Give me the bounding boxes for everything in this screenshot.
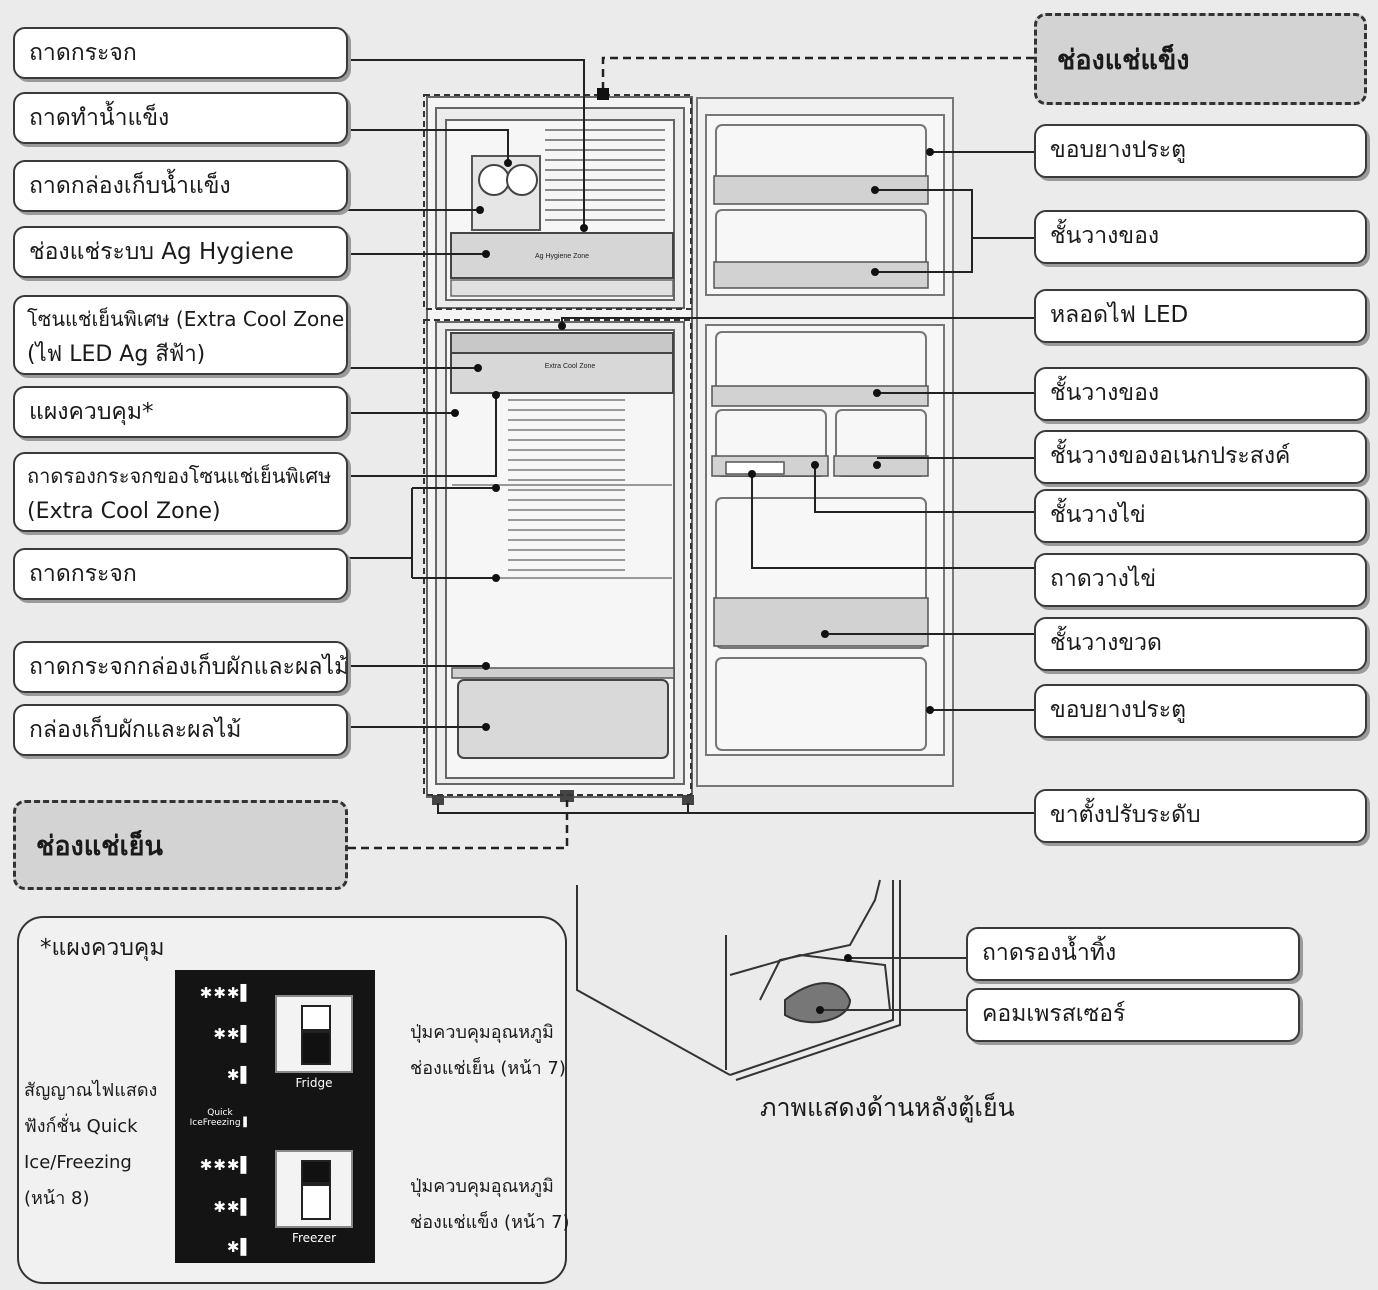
compartment-leaders [348,56,1034,850]
label-door-shelf: ชั้นวางของ [1034,367,1367,421]
control-panel-title: *แผงควบคุม [40,935,165,961]
label-multi-shelf: ชั้นวางของอเนกประสงค์ [1034,430,1367,484]
fridge-icon [301,1031,331,1065]
indicator-line-2: ฟังก์ชั่น Quick [24,1116,138,1137]
fridge-button-label: Fridge [295,1076,333,1090]
extra-cool-glass-line2: (Extra Cool Zone) [27,499,221,524]
label-glass-shelf: ถาดกระจก [13,548,348,600]
freezer-icon [301,1160,331,1184]
indicator-line-1: สัญญาณไฟแสดง [24,1080,158,1101]
indicator-line-3: Ice/Freezing [24,1152,132,1173]
fridge-note-1: ปุ่มควบคุมอุณหภูมิ [410,1022,554,1043]
label-door-shelf-top: ชั้นวางของ [1034,210,1367,264]
label-door-gasket-bottom: ขอบยางประตู [1034,684,1367,738]
fridge-button[interactable] [275,995,353,1073]
label-crisper: กล่องเก็บผักและผลไม้ [13,704,348,756]
label-extra-cool-zone: โซนแช่เย็นพิเศษ (Extra Cool Zone) (ไฟ LE… [13,295,348,375]
fridge-note-2: ช่องแช่เย็น (หน้า 7) [410,1058,566,1079]
crisper-box [451,667,675,759]
compartment-outlines [423,94,692,796]
extra-cool-glass-line1: ถาดรองกระจกของโซนแช่เย็นพิเศษ [27,464,332,488]
label-ag-hygiene: ช่องแช่ระบบ Ag Hygiene [13,226,348,278]
drip-dot [844,954,852,962]
freezer-note-1: ปุ่มควบคุมอุณหภูมิ [410,1176,554,1197]
label-drip-tray: ถาดรองน้ำทิ้ง [966,927,1300,981]
freezer-button-label: Freezer [291,1231,337,1245]
tag-freezer: ช่องแช่แข็ง [1034,13,1367,105]
freezer-level-2: ✱✱▌ [213,1198,253,1216]
back-view-caption: ภาพแสดงด้านหลังตู้เย็น [760,1093,1015,1122]
label-compressor: คอมเพรสเซอร์ [966,988,1300,1042]
fridge-level-1: ✱▌ [226,1066,253,1084]
freezer-level-3: ✱✱✱▌ [199,1156,253,1174]
freezer-marker [597,88,609,100]
extra-cool-line1: โซนแช่เย็นพิเศษ (Extra Cool Zone) [27,307,348,331]
ag-zone-text: Ag Hygiene Zone [535,253,589,260]
label-extra-cool-glass: ถาดรองกระจกของโซนแช่เย็นพิเศษ (Extra Coo… [13,452,348,532]
fridge-level-2: ✱✱▌ [213,1025,253,1043]
extra-cool-line2: (ไฟ LED Ag สีฟ้า) [27,342,206,367]
freezer-icon-bottom [301,1184,331,1220]
fridge-icon-top [301,1005,331,1031]
label-crisper-glass: ถาดกระจกกล่องเก็บผักและผลไม้ [13,641,348,693]
label-ice-box-tray: ถาดกล่องเก็บน้ำแข็ง [13,160,348,212]
label-control-panel: แผงควบคุม* [13,386,348,438]
compressor-dot [816,1006,824,1014]
label-glass-shelf-top: ถาดกระจก [13,27,348,79]
leader-dots [451,148,934,731]
tag-fridge: ช่องแช่เย็น [13,800,348,890]
leader-lines [348,59,1034,814]
freezer-note-2: ช่องแช่แข็ง (หน้า 7) [410,1212,570,1233]
quick-freezing-label: Quick IceFreezing ▌ [189,1108,251,1128]
fridge-back-grille [452,399,672,579]
ice-maker [471,155,541,231]
label-egg-tray: ถาดวางไข่ [1034,553,1367,607]
freezer-button[interactable] [275,1150,353,1228]
control-panel-face: ✱✱✱▌ ✱✱▌ ✱▌ Fridge Quick IceFreezing ▌ ✱… [175,970,375,1263]
extra-cool-drawer [450,332,674,394]
back-view-drawing [576,879,966,1081]
label-ice-tray: ถาดทำน้ำแข็ง [13,92,348,144]
ag-hygiene-drawer [450,232,674,297]
indicator-line-4: (หน้า 8) [24,1188,90,1209]
freezer-level-1: ✱▌ [226,1238,253,1256]
fridge-level-3: ✱✱✱▌ [199,984,253,1002]
label-door-gasket-top: ขอบยางประตู [1034,124,1367,178]
label-bottle-shelf: ชั้นวางขวด [1034,617,1367,671]
freezer-back-grille [545,129,665,221]
label-egg-shelf: ชั้นวางไข่ [1034,489,1367,543]
label-leveling-feet: ขาตั้งปรับระดับ [1034,789,1367,843]
label-led-lamp: หลอดไฟ LED [1034,289,1367,343]
extra-cool-text: Extra Cool Zone [545,363,596,370]
